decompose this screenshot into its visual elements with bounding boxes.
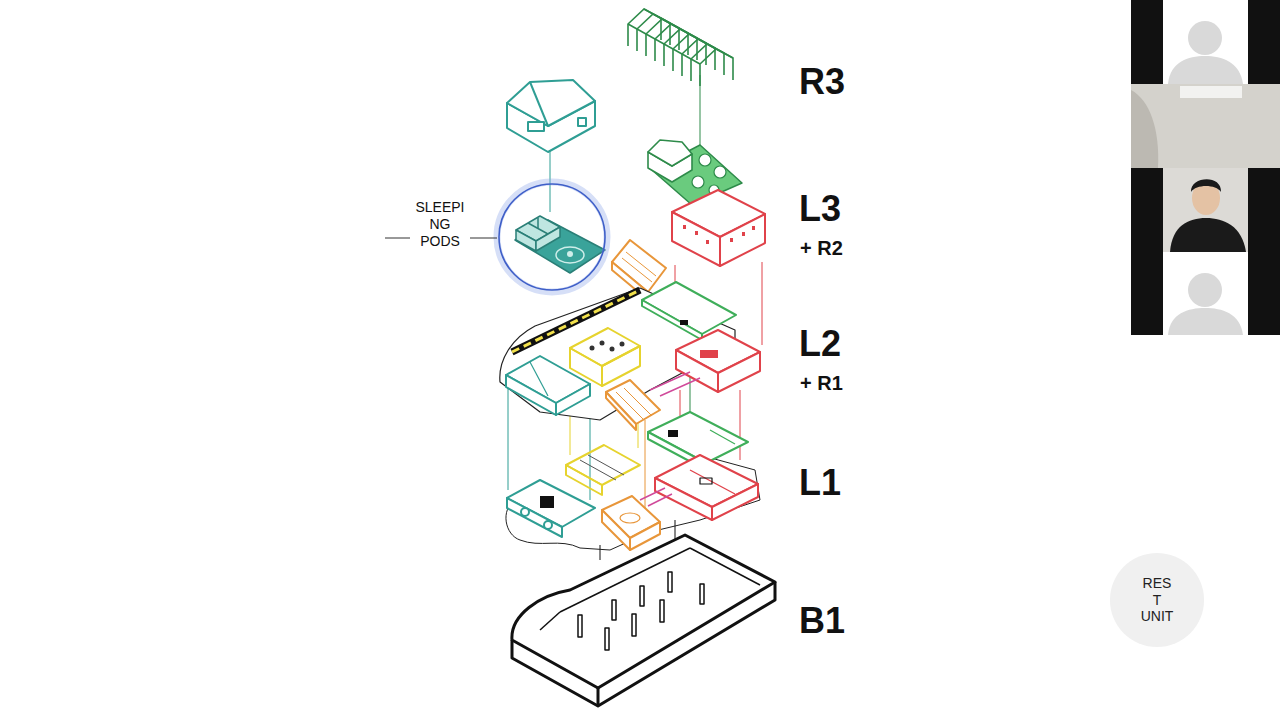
level-label: B1 — [799, 601, 845, 641]
circle-button: RES T UNIT — [1109, 552, 1205, 648]
button-text: RES T UNIT — [1140, 575, 1174, 625]
level-label: R3 — [799, 62, 845, 102]
level-label: L2 — [799, 324, 841, 364]
level-label: L3 — [799, 189, 841, 229]
level-label: + R1 — [800, 372, 843, 394]
circle-shape — [1110, 553, 1204, 647]
level-label: L1 — [799, 463, 841, 503]
level-label: + R2 — [800, 237, 843, 259]
callout-label: SLEEPI NG PODS — [409, 199, 471, 249]
